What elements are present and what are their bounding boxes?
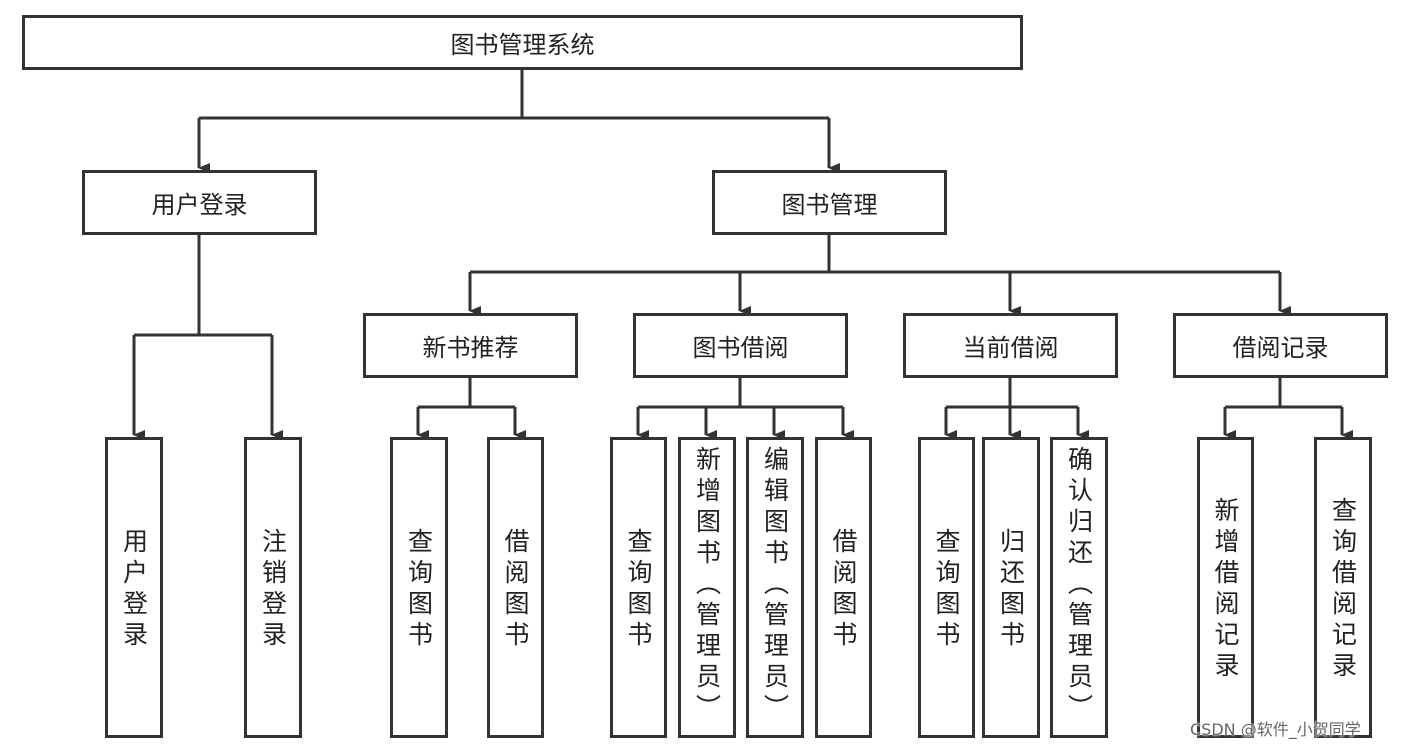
node-query-books: 查询图书 [610, 437, 667, 738]
node-return-books: 归还图书 [982, 437, 1040, 738]
node-borrow-books: 借阅图书 [487, 437, 544, 738]
connector-current [946, 377, 1078, 409]
node-new-books: 新书推荐 [363, 313, 578, 378]
node-login: 用户登录 [105, 437, 163, 738]
node-query-books: 查询图书 [390, 437, 448, 738]
node-borrow: 图书借阅 [633, 313, 848, 378]
watermark: CSDN @软件_小贺同学 [1190, 720, 1361, 739]
node-borrow-books: 借阅图书 [815, 437, 872, 738]
connector-user-login [134, 234, 272, 337]
connector-new-books [418, 377, 515, 409]
connector-borrow [638, 377, 843, 409]
node-add-book-admin: 新增图书（管理员） [678, 437, 736, 738]
connector-records [1225, 377, 1342, 409]
node-query-books: 查询图书 [918, 437, 975, 738]
node-query-borrow-record: 查询借阅记录 [1314, 437, 1372, 738]
node-logout: 注销登录 [244, 437, 302, 738]
node-confirm-return-admin: 确认归还（管理员） [1050, 437, 1108, 738]
connector-book-mgmt [470, 234, 1280, 274]
node-records: 借阅记录 [1173, 313, 1388, 378]
node-add-borrow-record: 新增借阅记录 [1197, 437, 1254, 738]
connector-root [199, 68, 829, 120]
node-current: 当前借阅 [903, 313, 1118, 378]
node-book-mgmt: 图书管理 [712, 170, 947, 235]
node-user-login: 用户登录 [82, 170, 317, 235]
node-edit-book-admin: 编辑图书（管理员） [746, 437, 804, 738]
node-root: 图书管理系统 [22, 15, 1023, 70]
